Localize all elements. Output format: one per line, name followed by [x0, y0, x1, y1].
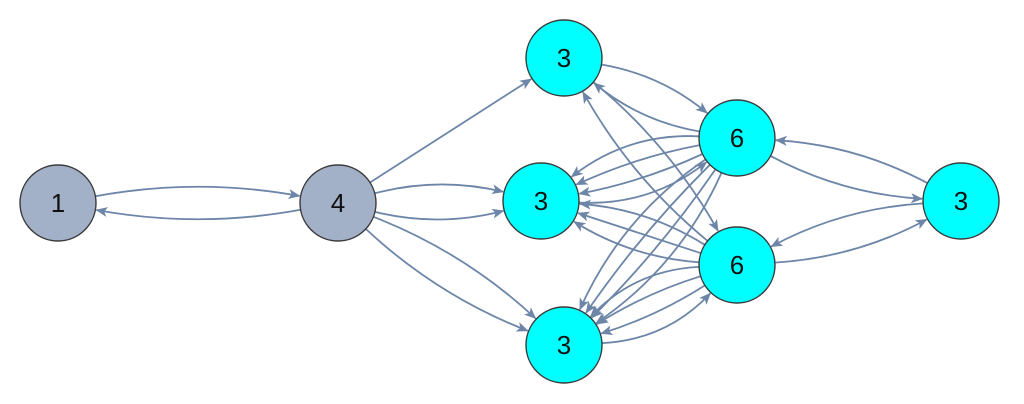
graph-node: 6 — [698, 99, 776, 177]
graph-node: 3 — [525, 306, 603, 384]
edge-arrow — [575, 144, 700, 186]
node-label: 3 — [557, 330, 571, 360]
node-circle — [19, 164, 97, 242]
edge-arrow — [374, 183, 505, 195]
nodes-layer: 1 4 3 3 3 6 6 3 — [19, 19, 1000, 384]
edge-arrow — [770, 155, 924, 204]
node-label: 6 — [730, 250, 744, 280]
edge-arrow — [774, 218, 928, 264]
edge-arrow — [774, 135, 928, 184]
edge-arrow — [585, 164, 711, 314]
edge-arrow — [770, 202, 924, 248]
edge-arrow — [601, 292, 711, 344]
graph-node: 1 — [19, 164, 97, 242]
graph-node: 3 — [922, 162, 1000, 240]
graph-node: 6 — [698, 226, 776, 304]
node-label: 6 — [730, 123, 744, 153]
edge-arrow — [582, 91, 709, 242]
edge-arrow — [578, 199, 706, 246]
edge-arrow — [570, 135, 700, 178]
node-circle — [525, 306, 603, 384]
edge-arrow — [369, 78, 533, 184]
edge-arrow — [373, 215, 537, 320]
node-circle — [299, 164, 377, 242]
edge-arrow — [374, 208, 505, 221]
edge-arrow — [592, 81, 719, 232]
node-label: 3 — [534, 186, 548, 216]
node-circle — [698, 99, 776, 177]
node-label: 3 — [954, 186, 968, 216]
edge-arrow — [95, 207, 301, 221]
edge-arrow — [596, 275, 701, 325]
node-circle — [698, 226, 776, 304]
edge-arrow — [577, 211, 702, 255]
edges-layer — [95, 63, 928, 344]
node-label: 3 — [557, 43, 571, 73]
node-label: 4 — [331, 188, 345, 218]
edge-arrow — [578, 161, 708, 204]
edge-arrow — [95, 185, 301, 199]
node-label: 1 — [51, 188, 65, 218]
edge-arrow — [590, 266, 700, 318]
edge-arrow — [578, 153, 703, 197]
node-circle — [502, 162, 580, 240]
edge-arrow — [573, 220, 700, 264]
edge-arrow — [600, 284, 706, 336]
node-circle — [922, 162, 1000, 240]
edge-arrow — [593, 82, 700, 133]
edge-arrow — [595, 172, 723, 324]
edge-arrow — [601, 63, 708, 114]
node-circle — [525, 19, 603, 97]
edge-arrow — [365, 228, 529, 332]
edge-arrow — [579, 158, 707, 311]
graph-node: 4 — [299, 164, 377, 242]
graph-node: 3 — [502, 162, 580, 240]
graph-node: 3 — [525, 19, 603, 97]
